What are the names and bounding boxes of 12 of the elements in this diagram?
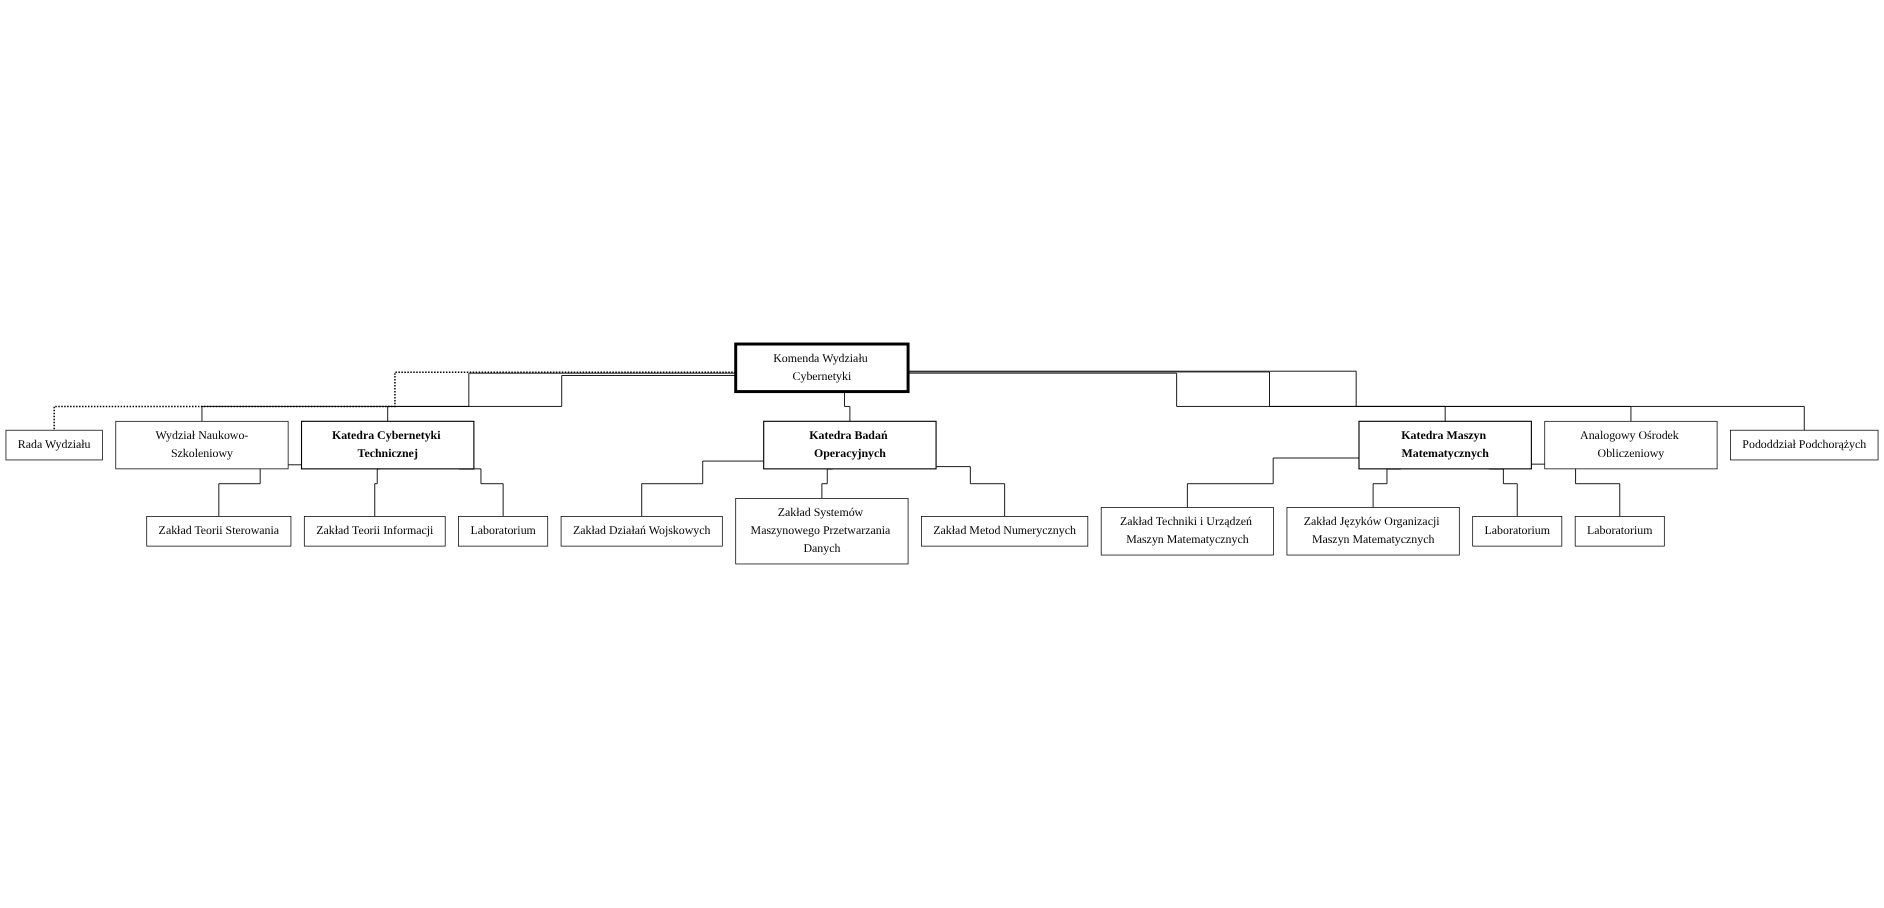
connector	[53, 371, 737, 431]
connector	[907, 370, 1805, 431]
connector	[201, 372, 737, 422]
connector	[387, 375, 737, 422]
connector	[374, 468, 381, 517]
connector	[907, 372, 1446, 422]
connector	[935, 466, 1006, 517]
connector	[1186, 457, 1360, 508]
connector	[641, 460, 765, 517]
connector	[838, 391, 851, 422]
connector	[907, 371, 1632, 422]
connector	[821, 468, 834, 500]
